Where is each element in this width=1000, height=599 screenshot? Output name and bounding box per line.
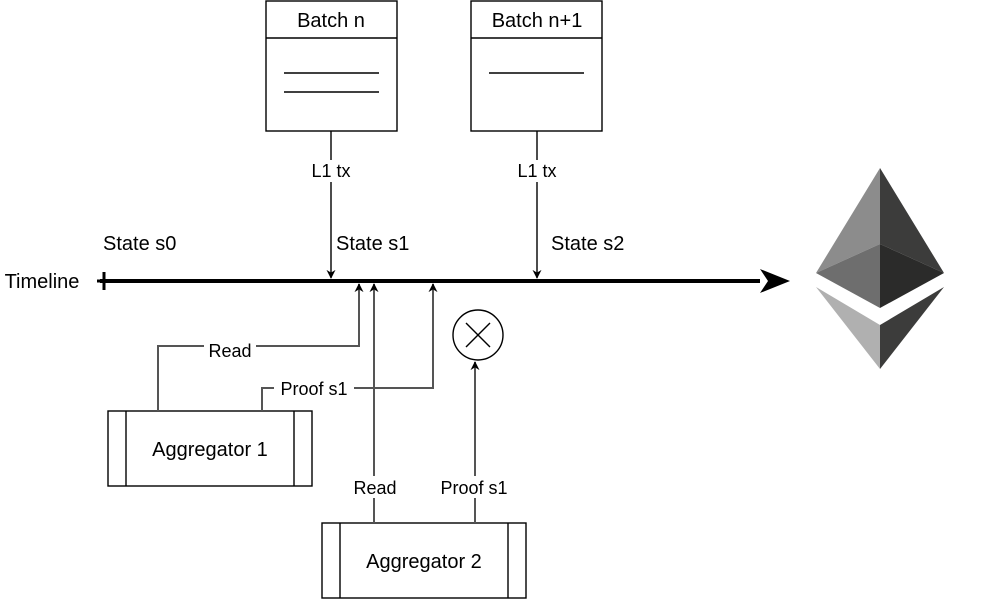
- l1-tx-arrow-n: L1 tx: [306, 131, 356, 279]
- aggregator-2-proof-label: Proof s1: [440, 478, 507, 498]
- aggregator-2: Aggregator 2: [321, 522, 527, 599]
- aggregator-2-frame: [321, 522, 527, 599]
- l1-tx-arrow-n1: L1 tx: [512, 131, 562, 279]
- ethereum-logo-icon: [816, 168, 944, 369]
- state-label-s2: State s2: [551, 233, 624, 255]
- batch-n-frame: [265, 0, 398, 132]
- timeline: Timeline: [5, 269, 790, 293]
- aggregator-1-read-path: [157, 283, 364, 411]
- l1-tx-label-n: L1 tx: [311, 161, 350, 181]
- batch-n-box: Batch n: [265, 0, 398, 132]
- state-label-s0: State s0: [103, 233, 176, 255]
- aggregator-1-name: Aggregator 1: [152, 439, 268, 461]
- l1-tx-label-n1: L1 tx: [517, 161, 556, 181]
- aggregator-1-frame: [107, 410, 313, 487]
- aggregator-1-proof-label: Proof s1: [280, 379, 347, 399]
- aggregator-1-read-label: Read: [208, 341, 251, 361]
- timeline-arrowhead: [760, 269, 790, 293]
- aggregator-2-name: Aggregator 2: [366, 551, 482, 573]
- aggregator-1: Aggregator 1: [107, 410, 313, 487]
- batch-n1-frame: [470, 0, 603, 132]
- timeline-label: Timeline: [5, 271, 80, 293]
- batch-n1-box: Batch n+1: [470, 0, 603, 132]
- aggregator-2-proof-edge: Proof s1: [432, 361, 516, 523]
- batch-n-title: Batch n: [297, 10, 365, 32]
- state-labels: State s0 State s1 State s2: [103, 233, 624, 255]
- aggregator-2-read-edge: Read: [351, 283, 399, 523]
- aggregator-1-read-edge: Read: [157, 283, 364, 411]
- state-label-s1: State s1: [336, 233, 409, 255]
- circle-x-icon: [452, 309, 504, 361]
- aggregator-2-read-label: Read: [353, 478, 396, 498]
- aggregator-1-proof-edge: Proof s1: [261, 283, 438, 411]
- batch-n1-title: Batch n+1: [492, 10, 583, 32]
